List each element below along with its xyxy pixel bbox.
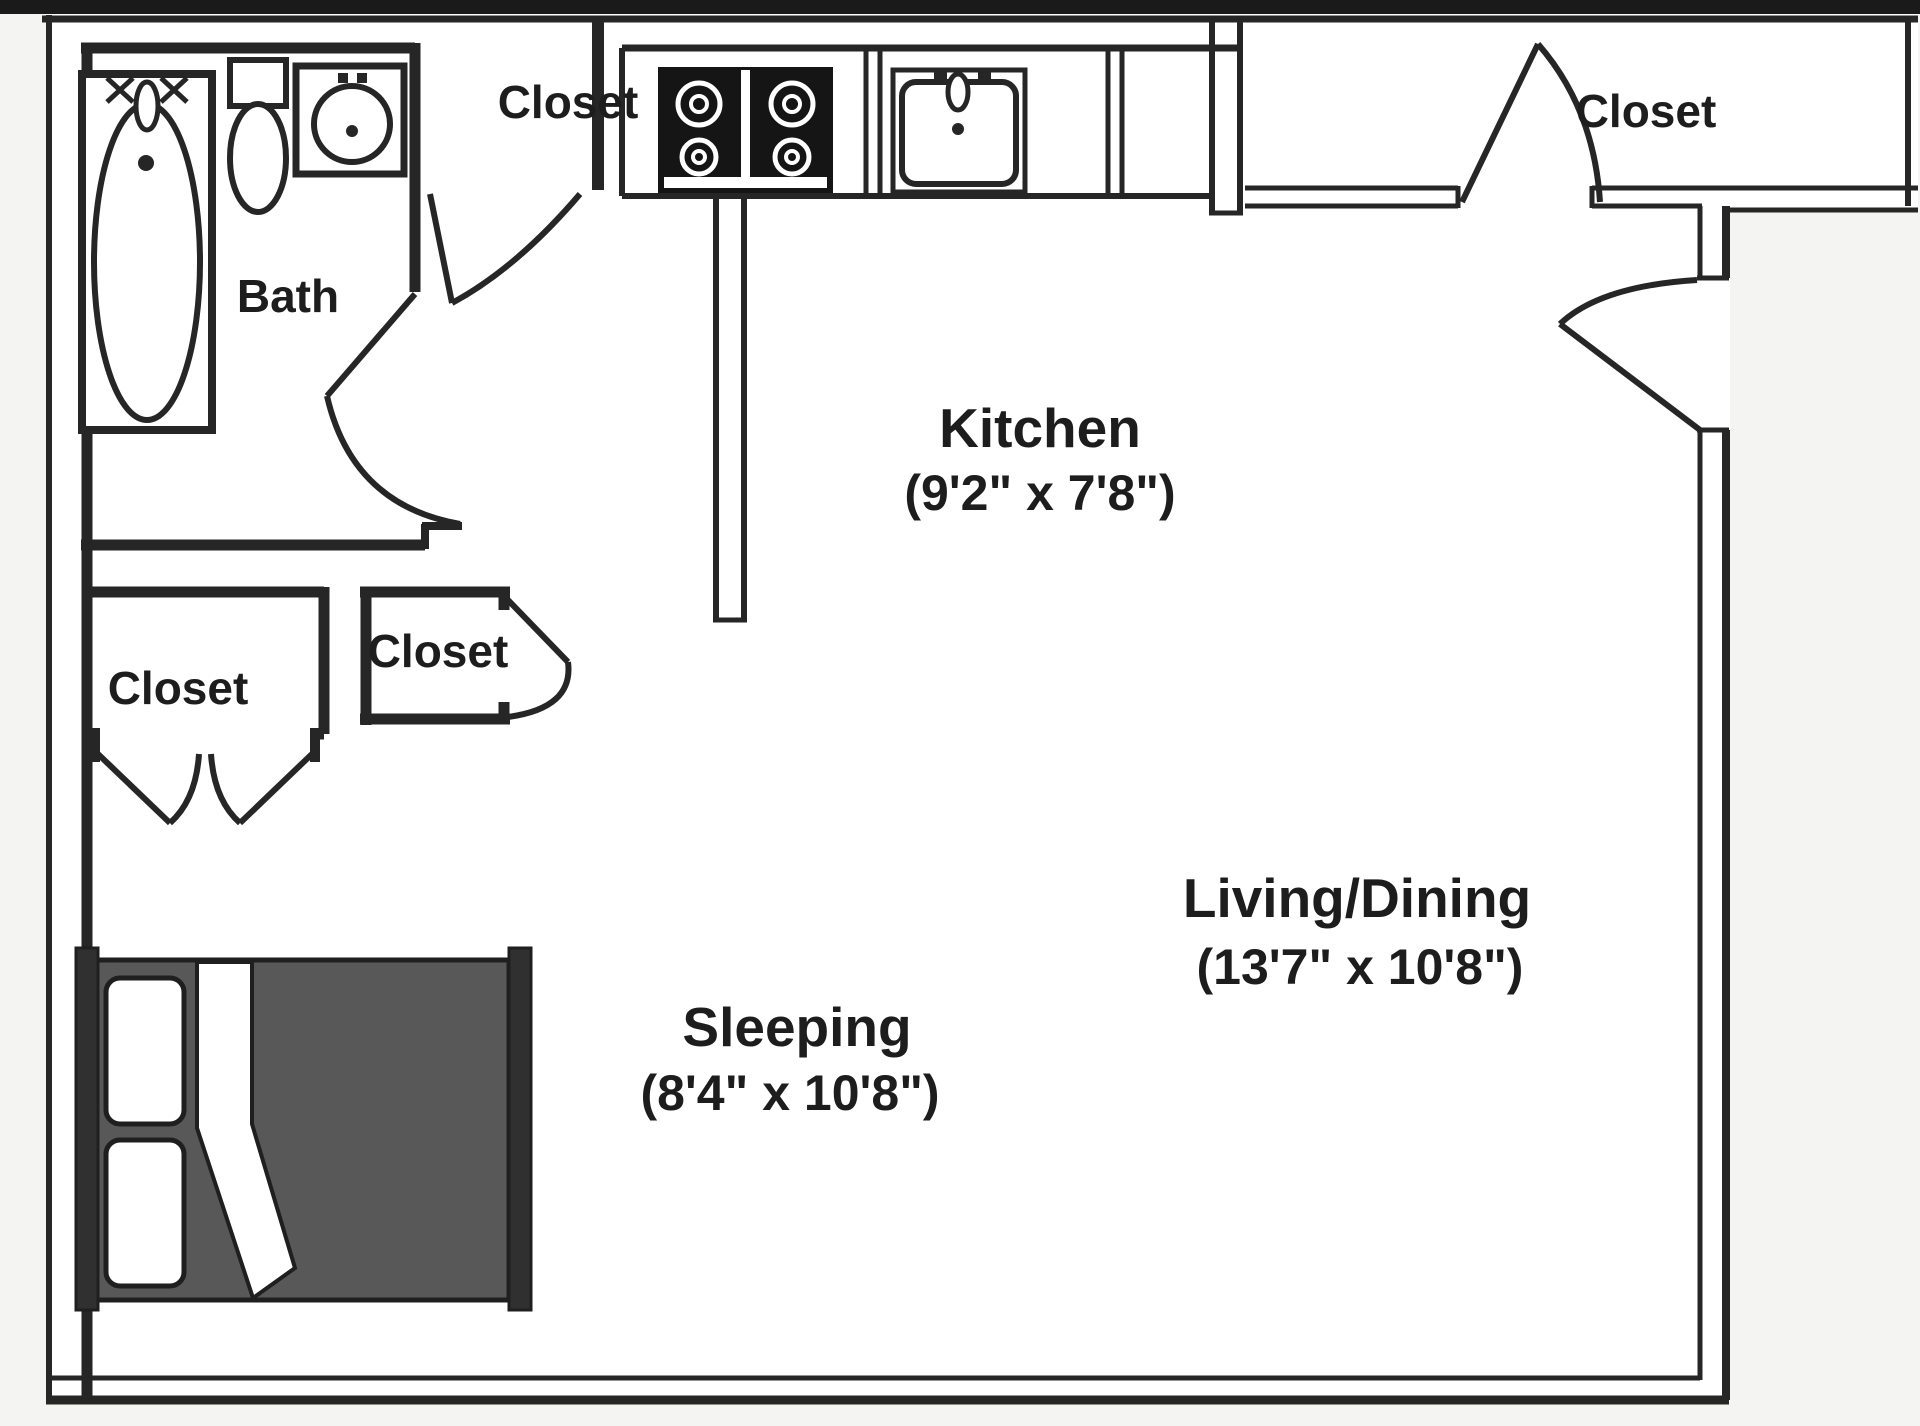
sink-tap-left (338, 73, 348, 83)
label-closet-middle: Closet (368, 625, 509, 677)
bed-sheet-fold (195, 960, 298, 1302)
burner-icon (691, 149, 707, 165)
closet-left-door-leaf-b (237, 751, 315, 826)
burner-icon (782, 94, 802, 114)
closet-left-walls (84, 586, 330, 762)
burner-icon (675, 80, 723, 128)
kitchen-sink-drain (952, 123, 964, 135)
label-living-dining: Living/Dining (1183, 867, 1531, 929)
kitchen-sink-tap-left (934, 72, 947, 85)
closet-tr-door-leaf (1459, 42, 1541, 204)
sink-icon (292, 62, 408, 178)
dims-sleeping: (8'4" x 10'8") (640, 1065, 939, 1121)
double-bed-icon (74, 946, 533, 1312)
closet-left-door-leaf-a (95, 751, 173, 826)
label-closet-top-right: Closet (1576, 85, 1717, 137)
entry-door-leaf (1558, 321, 1702, 433)
kitchen-sink-outline (890, 67, 1028, 195)
stove-center-divider (741, 70, 750, 186)
stove-icon (658, 67, 833, 193)
burner-icon (689, 94, 709, 114)
bath-door-arc (324, 395, 461, 527)
sink-tap-right (357, 73, 367, 83)
bathtub-spout (133, 79, 161, 133)
kitchen-sink-icon (890, 67, 1028, 195)
bathtub-drain (138, 155, 154, 171)
bathtub-icon (78, 70, 216, 434)
top-border-bar (0, 0, 1920, 14)
toilet-tank (227, 57, 289, 109)
closet-tr-door-arc (1535, 42, 1603, 203)
burner-icon (784, 149, 800, 165)
burner-icon (768, 80, 816, 128)
bed-footboard (507, 946, 533, 1312)
kitchen-sink-tap-right (978, 72, 991, 85)
label-closet-left: Closet (108, 662, 249, 714)
bed-headboard (74, 946, 100, 1312)
doors (95, 42, 1702, 826)
stove-burners (675, 80, 816, 177)
toilet-icon (227, 57, 289, 215)
toilet-bowl (227, 101, 289, 215)
kitchen-walls (619, 22, 1243, 623)
dims-living-dining: (13'7" x 10'8") (1197, 939, 1524, 995)
bath-door-leaf (324, 292, 418, 398)
stove-front-edge (664, 177, 827, 188)
kitchen-sink-faucet (945, 71, 971, 113)
dims-kitchen: (9'2" x 7'8") (904, 465, 1175, 521)
bed-pillow-bottom (103, 1137, 187, 1289)
burner-icon (679, 137, 719, 177)
closet-left-door-arc-b (208, 753, 243, 826)
closet-tl-door-leaf (427, 193, 455, 304)
closet-mid-door-leaf (503, 595, 571, 665)
closet-left-door-arc-a (167, 753, 202, 826)
closet-mid-door-arc (507, 661, 572, 720)
room-labels: Bath Closet Closet Kitchen (9'2" x 7'8")… (108, 76, 1717, 1121)
sink-drain (346, 125, 358, 137)
sink-basin (311, 83, 393, 165)
closet-top-right-walls (1245, 185, 1918, 213)
bathtub-rim (78, 70, 216, 434)
closet-middle-walls (360, 586, 510, 725)
entry-door-arc (1557, 277, 1698, 327)
label-sleeping: Sleeping (682, 996, 911, 1058)
bathtub-taps (105, 76, 189, 104)
closet-tl-door-arc (450, 192, 583, 306)
bed-pillow-top (103, 975, 187, 1127)
burner-icon (772, 137, 812, 177)
label-bath: Bath (237, 270, 339, 322)
label-closet-top-left: Closet (498, 76, 639, 128)
label-kitchen: Kitchen (939, 397, 1141, 459)
